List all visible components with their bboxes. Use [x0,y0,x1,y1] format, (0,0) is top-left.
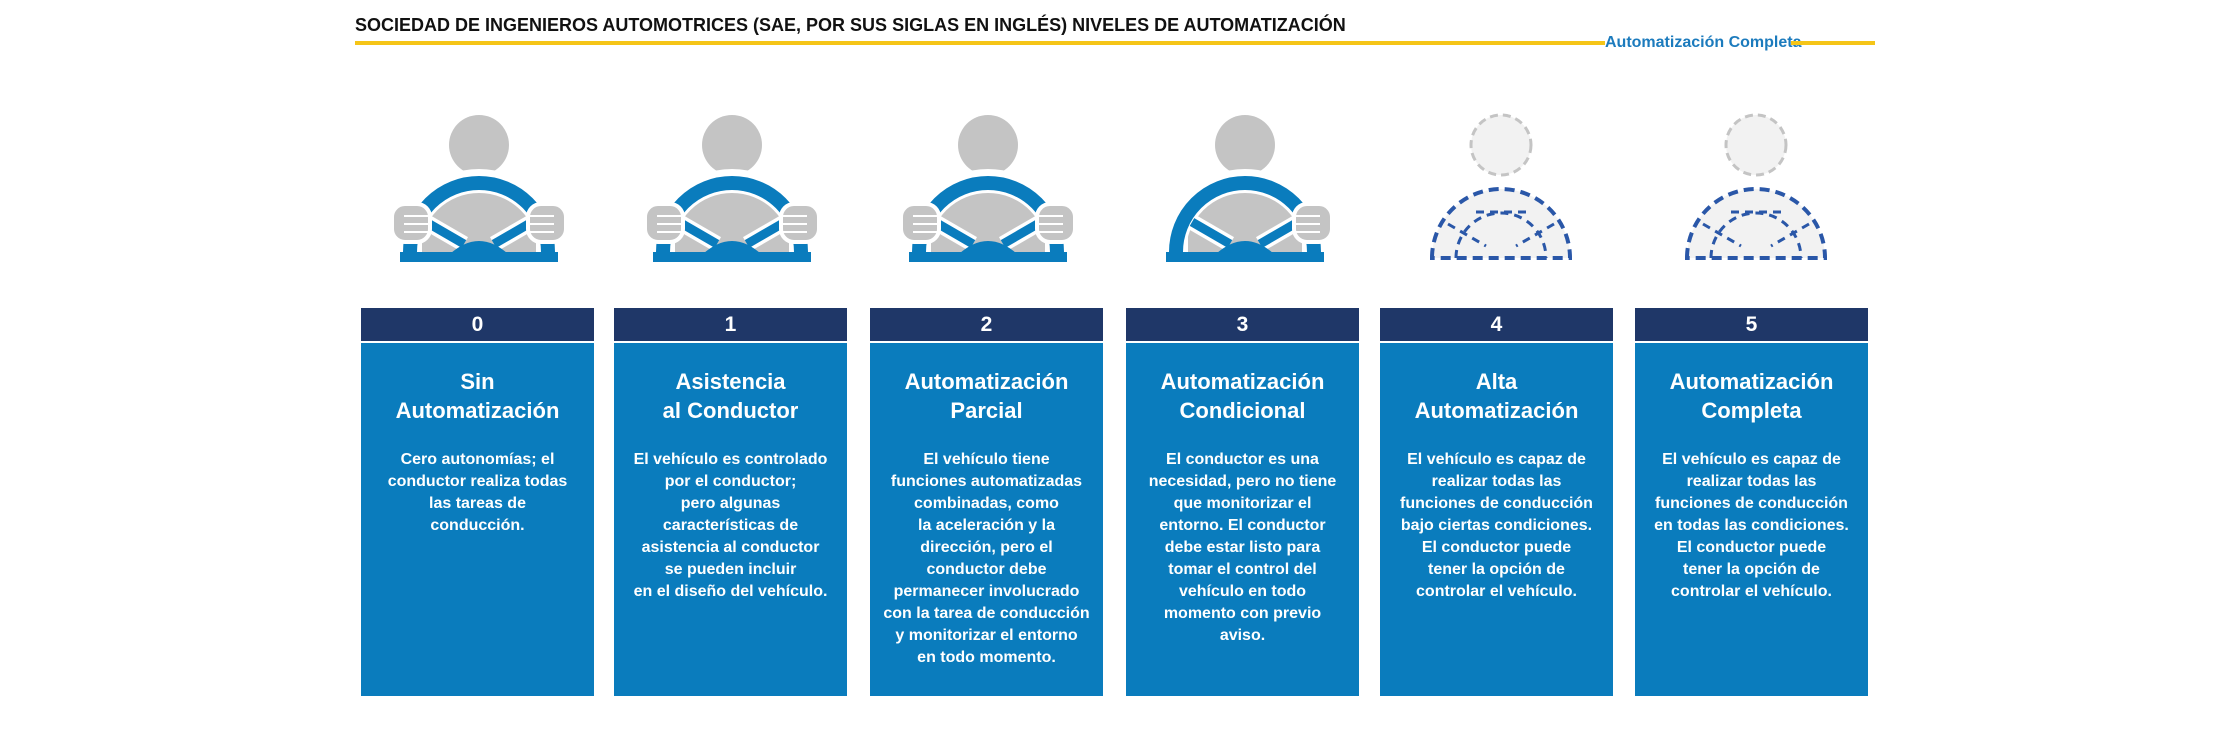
level-title: Sin Automatización [395,369,560,423]
level-number: 3 [1126,308,1359,341]
page-title: SOCIEDAD DE INGENIEROS AUTOMOTRICES (SAE… [355,15,1346,35]
driver-hands-off-wheel-icon [1160,112,1330,262]
level-body: Asistencia al Conductor El vehículo es c… [614,343,847,696]
level-title: Automatización Condicional [1160,369,1325,423]
level-number: 4 [1380,308,1613,341]
level-body: Sin Automatización Cero autonomías; el c… [361,343,594,696]
level-description: El vehículo es capaz de realizar todas l… [1654,451,1849,600]
level-title: Automatización Completa [1669,369,1834,423]
level-number: 5 [1635,308,1868,341]
driver-hands-on-wheel-icon [647,112,817,262]
full-automation-label: Automatización Completa [1605,34,1802,51]
optional-driver-dashed-icon [1416,112,1586,262]
level-title: Automatización Parcial [904,369,1069,423]
header-rule-left [355,41,1605,45]
driver-hands-on-wheel-icon [903,112,1073,262]
level-description: El vehículo tiene funciones automatizada… [883,451,1090,666]
level-description: El vehículo es capaz de realizar todas l… [1400,451,1593,600]
level-body: Automatización Parcial El vehículo tiene… [870,343,1103,696]
level-card-1: 1 Asistencia al Conductor El vehículo es… [614,308,847,696]
level-card-3: 3 Automatización Condicional El conducto… [1126,308,1359,696]
level-card-4: 4 Alta Automatización El vehículo es cap… [1380,308,1613,696]
level-description: El vehículo es controlado por el conduct… [633,451,828,600]
level-card-5: 5 Automatización Completa El vehículo es… [1635,308,1868,696]
level-body: Automatización Completa El vehículo es c… [1635,343,1868,696]
level-number: 2 [870,308,1103,341]
level-description: El conductor es una necesidad, pero no t… [1148,451,1337,644]
driver-hands-on-wheel-icon [394,112,564,262]
level-body: Alta Automatización El vehículo es capaz… [1380,343,1613,696]
level-card-0: 0 Sin Automatización Cero autonomías; el… [361,308,594,696]
level-title: Asistencia al Conductor [662,369,799,423]
optional-driver-dashed-icon [1671,112,1841,262]
header-rule-right [1791,41,1875,45]
level-description: Cero autonomías; el conductor realiza to… [387,451,568,534]
level-title: Alta Automatización [1414,369,1579,423]
level-body: Automatización Condicional El conductor … [1126,343,1359,696]
level-number: 0 [361,308,594,341]
level-card-2: 2 Automatización Parcial El vehículo tie… [870,308,1103,696]
level-number: 1 [614,308,847,341]
